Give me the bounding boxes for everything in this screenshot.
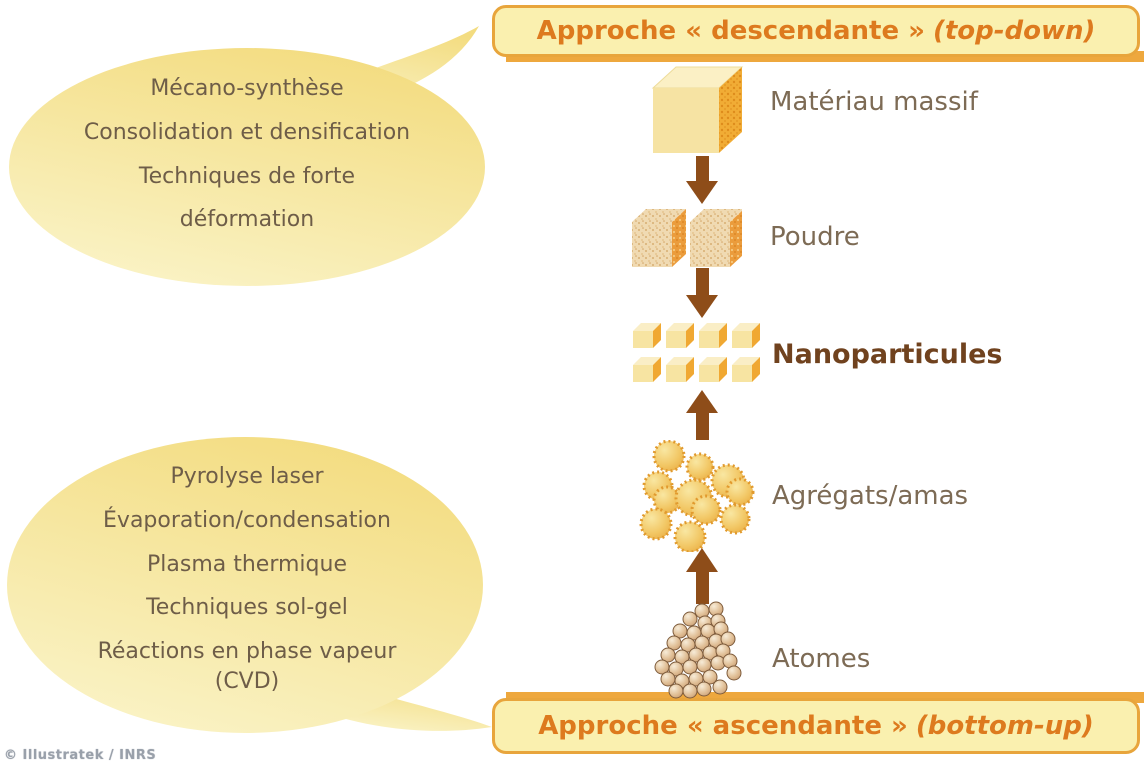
bulk-material-cube-icon <box>651 66 744 153</box>
banner-label: Approche « descendante » <box>536 16 925 46</box>
stage-label-nanoparticles: Nanoparticules <box>772 339 1003 370</box>
bottom-up-methods-bubble <box>7 437 492 733</box>
top-down-approach-banner: Approche « descendante » (top-down) <box>492 5 1140 57</box>
top-down-method: déformation <box>179 207 315 232</box>
top-down-method: Consolidation et densification <box>83 120 411 145</box>
bottom-up-method: (CVD) <box>214 669 280 694</box>
banner-tag: (bottom-up) <box>915 711 1094 741</box>
stage-label-aggregates: Agrégats/amas <box>772 481 969 511</box>
bottom-up-method: Techniques sol-gel <box>146 595 348 620</box>
nanoparticle-cubes-icon <box>633 323 760 382</box>
aggregate-clusters-icon <box>639 440 755 552</box>
banner-tag: (top-down) <box>932 16 1096 46</box>
arrow-down-icon <box>686 268 718 318</box>
arrow-up-icon <box>686 390 718 440</box>
top-down-methods-bubble <box>9 26 485 286</box>
powder-cubes-icon <box>632 209 742 267</box>
arrow-up-icon <box>686 548 718 604</box>
stage-label-bulk-material: Matériau massif <box>770 87 978 117</box>
bottom-up-method: Plasma thermique <box>147 552 347 577</box>
stage-label-powder: Poudre <box>770 222 860 252</box>
bottom-up-method: Évaporation/condensation <box>103 508 391 533</box>
bottom-up-method: Réactions en phase vapeur <box>97 639 397 664</box>
bottom-up-approach-banner: Approche « ascendante » (bottom-up) <box>492 698 1140 754</box>
copyright-credit: © Illustratek / INRS <box>4 748 157 763</box>
arrow-down-icon <box>686 156 718 204</box>
top-down-method: Mécano-synthèse <box>150 76 344 101</box>
top-down-method: Techniques de forte <box>138 164 356 189</box>
atom-cluster-icon <box>654 601 742 699</box>
bottom-banner-overline-strip <box>506 692 1144 703</box>
stage-label-atoms: Atomes <box>772 644 871 674</box>
banner-label: Approche « ascendante » <box>538 711 908 741</box>
bottom-up-method: Pyrolyse laser <box>170 464 324 489</box>
